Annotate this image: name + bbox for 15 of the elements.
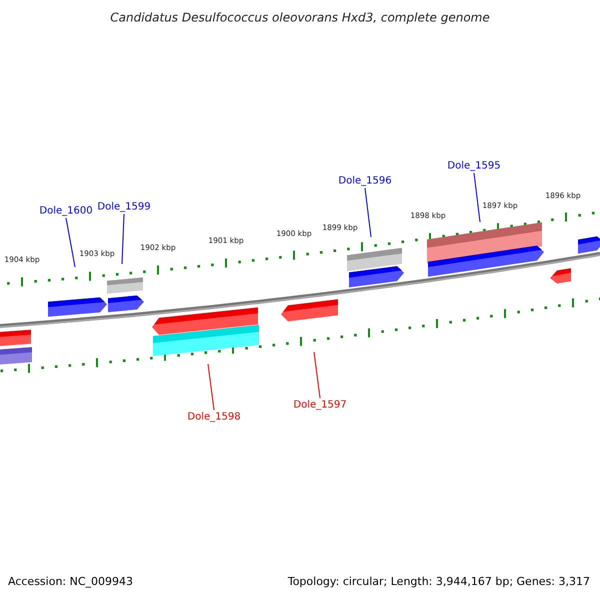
- gene-label: Dole_1599: [97, 202, 151, 212]
- leader-line: [208, 364, 214, 410]
- leader-line: [66, 218, 76, 268]
- gene-label: Dole_1598: [187, 412, 241, 422]
- genome-info-text: Topology: circular; Length: 3,944,167 bp; Genes: 3,317: [288, 576, 590, 588]
- leader-line: [474, 172, 480, 222]
- gene-label: Dole_1597: [293, 400, 347, 410]
- gene-label: Dole_1595: [447, 160, 501, 172]
- gene-label: Dole_1596: [338, 176, 392, 186]
- title: Candidatus Desulfococcus oleovorans Hxd3, complete genome: [110, 11, 490, 25]
- leader-line: [122, 214, 124, 264]
- leader-line: [314, 352, 320, 398]
- leader-line: [364, 188, 372, 238]
- gene-label: Dole_1600: [39, 206, 93, 216]
- accession-text: Accession: NC_009943: [8, 576, 134, 588]
